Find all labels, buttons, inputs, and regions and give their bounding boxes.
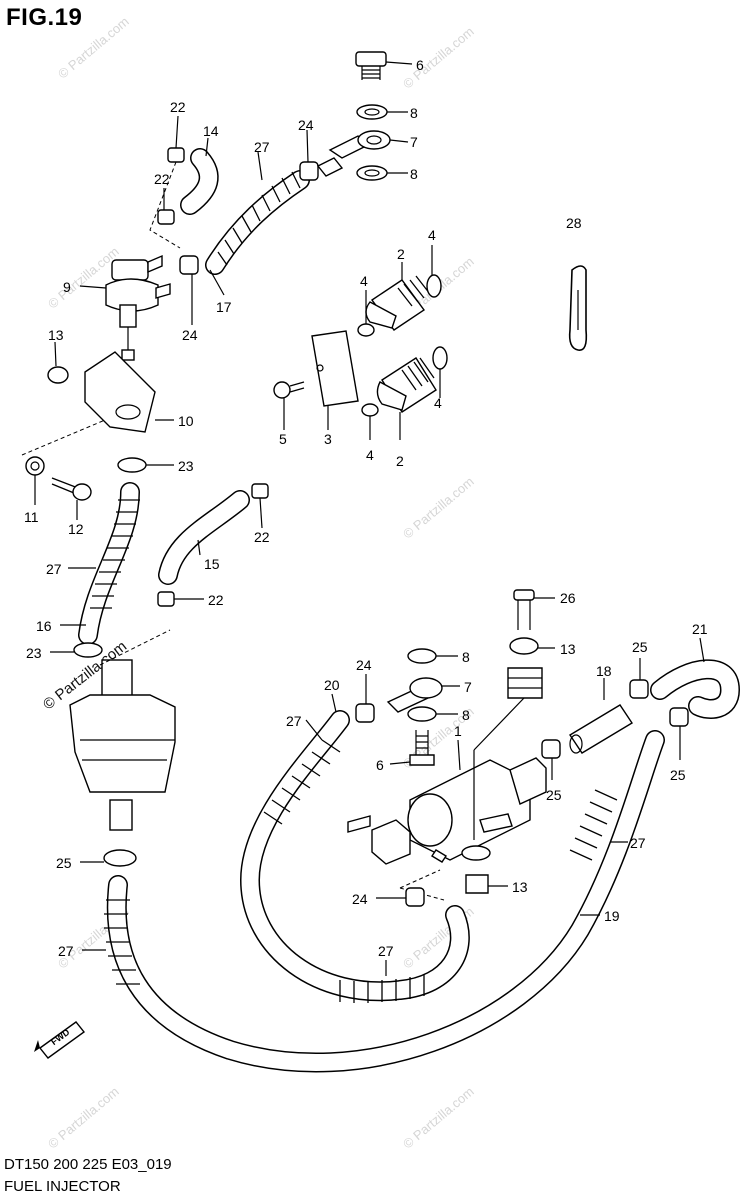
callout-26: 26 [560, 590, 576, 606]
callout-8: 8 [410, 166, 418, 182]
callout-19: 19 [604, 908, 620, 924]
callout-11: 11 [24, 509, 39, 525]
callout-27: 27 [46, 561, 62, 577]
callout-2: 2 [396, 453, 404, 469]
callout-13: 13 [48, 327, 64, 343]
figure-title: FIG.19 [6, 4, 83, 31]
diagram-name: FUEL INJECTOR [4, 1178, 121, 1195]
callout-22: 22 [154, 171, 170, 187]
callout-9: 9 [63, 279, 71, 295]
callout-4: 4 [428, 227, 436, 243]
callout-27: 27 [254, 139, 270, 155]
callout-12: 12 [68, 521, 84, 537]
callout-18: 18 [596, 663, 612, 679]
callout-13: 13 [512, 879, 528, 895]
valve-9 [79, 254, 171, 361]
injector-2-upper [357, 245, 442, 337]
callout-24: 24 [298, 117, 314, 133]
callout-20: 20 [324, 677, 340, 693]
callout-8: 8 [462, 649, 470, 665]
callout-15: 15 [204, 556, 220, 572]
callout-10: 10 [178, 413, 194, 429]
callout-3: 3 [324, 431, 332, 447]
callout-24: 24 [182, 327, 198, 343]
callout-27: 27 [378, 943, 394, 959]
callout-25: 25 [546, 787, 562, 803]
bolt-6-top [355, 51, 413, 80]
callout-27: 27 [58, 943, 74, 959]
callout-6: 6 [416, 57, 424, 73]
callout-17: 17 [216, 299, 232, 315]
callout-6: 6 [376, 757, 384, 773]
callout-23: 23 [26, 645, 42, 661]
callout-23: 23 [178, 458, 194, 474]
callout-22: 22 [254, 529, 270, 545]
fwd-arrow [34, 1021, 86, 1059]
filter-body [69, 629, 176, 831]
callout-13: 13 [560, 641, 576, 657]
callout-16: 16 [36, 618, 52, 634]
callout-22: 22 [170, 99, 186, 115]
callout-5: 5 [279, 431, 287, 447]
callout-22: 22 [208, 592, 224, 608]
callout-7: 7 [464, 679, 472, 695]
callout-25: 25 [56, 855, 72, 871]
callout-25: 25 [632, 639, 648, 655]
callout-8: 8 [410, 105, 418, 121]
callout-8: 8 [462, 707, 470, 723]
callout-21: 21 [692, 621, 708, 637]
callout-4: 4 [366, 447, 374, 463]
callout-14: 14 [203, 123, 219, 139]
callout-25: 25 [670, 767, 686, 783]
callout-4: 4 [434, 395, 442, 411]
diagram-code: DT150 200 225 E03_019 [4, 1156, 172, 1173]
callout-28: 28 [566, 215, 582, 231]
callout-4: 4 [360, 273, 368, 289]
callout-24: 24 [356, 657, 372, 673]
callout-27: 27 [286, 713, 302, 729]
injector-2-lower [361, 346, 448, 440]
callout-7: 7 [410, 134, 418, 150]
callout-24: 24 [352, 891, 368, 907]
callout-27: 27 [630, 835, 646, 851]
callout-1: 1 [454, 723, 462, 739]
callout-2: 2 [397, 246, 405, 262]
